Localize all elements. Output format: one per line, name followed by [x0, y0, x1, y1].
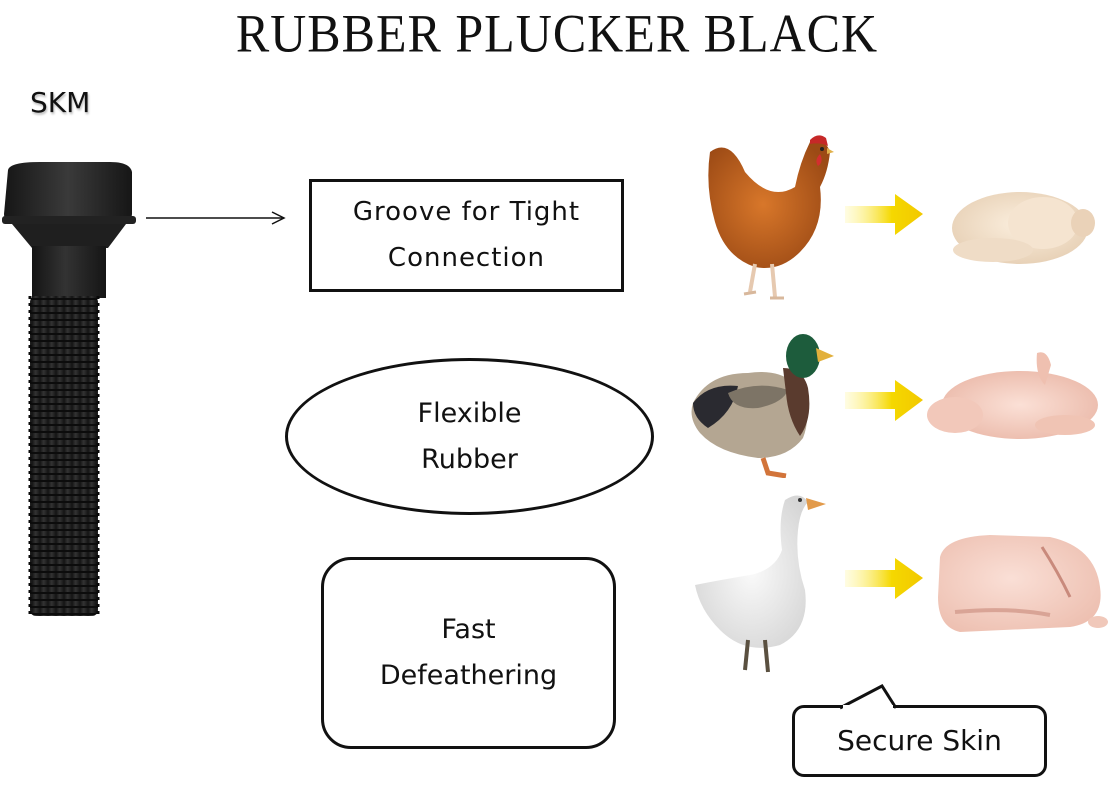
groove-callout: Groove for Tight Connection	[309, 179, 624, 292]
yellow-arrow-icon	[845, 378, 925, 423]
secure-skin-callout: Secure Skin	[792, 705, 1047, 777]
yellow-arrow-icon	[845, 556, 925, 601]
groove-callout-text: Groove for Tight Connection	[352, 197, 581, 273]
flexible-rubber-callout: Flexible Rubber	[285, 358, 654, 515]
bubble-tail-gap	[843, 705, 893, 709]
plucked-chicken-icon	[948, 178, 1098, 268]
rubber-plucker-finger-icon	[0, 160, 140, 620]
duck-icon	[688, 318, 836, 478]
flexible-rubber-callout-text: Flexible Rubber	[417, 397, 522, 475]
plucked-goose-icon	[930, 527, 1110, 642]
secure-skin-callout-text: Secure Skin	[837, 724, 1002, 758]
yellow-arrow-icon	[845, 192, 925, 237]
chicken-icon	[700, 132, 835, 302]
fast-defeathering-callout: Fast Defeathering	[321, 557, 616, 749]
pointer-arrow-icon	[146, 208, 286, 228]
brand-label: SKM	[30, 86, 91, 119]
goose-icon	[690, 480, 830, 680]
fast-defeathering-callout-text: Fast Defeathering	[379, 614, 558, 691]
speech-bubble-tail-icon	[840, 680, 940, 710]
page-title: RUBBER PLUCKER BLACK	[235, 3, 879, 64]
plucked-duck-icon	[925, 345, 1100, 445]
